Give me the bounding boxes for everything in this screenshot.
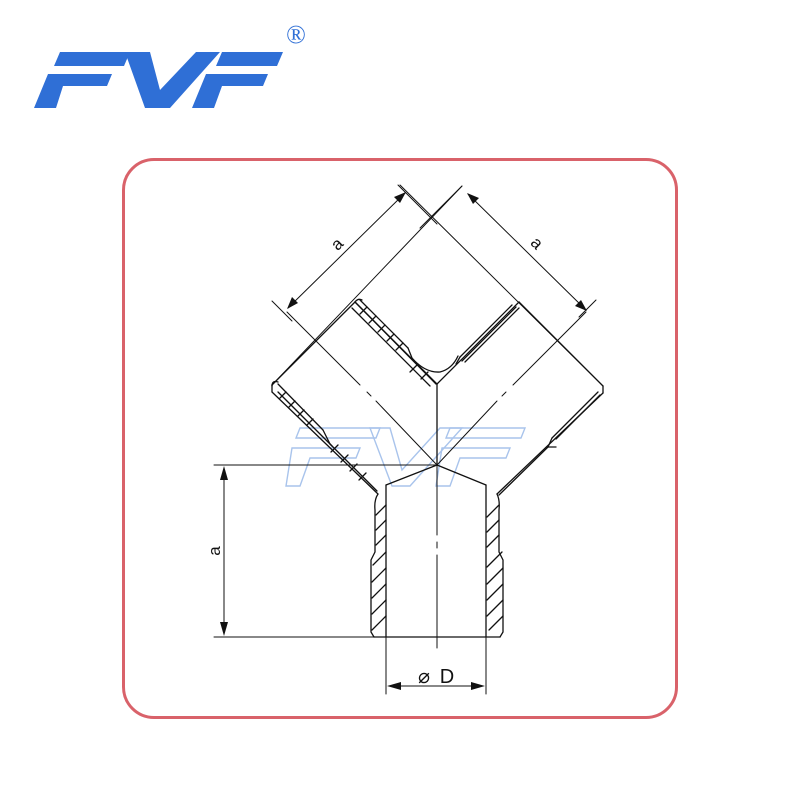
logo-mark xyxy=(34,52,283,108)
dim-label-branch-right: a xyxy=(527,233,548,254)
dim-label-branch-left: a xyxy=(327,234,348,255)
registered-mark: ® xyxy=(286,20,306,49)
drawing-frame xyxy=(122,158,678,719)
internal-junction xyxy=(354,301,487,486)
dim-label-stem-height: a xyxy=(205,546,224,556)
right-branch xyxy=(436,301,604,496)
dim-label-diameter: D xyxy=(440,666,454,688)
branch-centerlines xyxy=(286,311,587,466)
diameter-symbol: ⌀ xyxy=(418,666,430,688)
fvf-logo: ® xyxy=(34,20,306,108)
watermark xyxy=(285,427,527,487)
arrowheads xyxy=(220,192,587,690)
dimension-lines xyxy=(213,184,604,695)
